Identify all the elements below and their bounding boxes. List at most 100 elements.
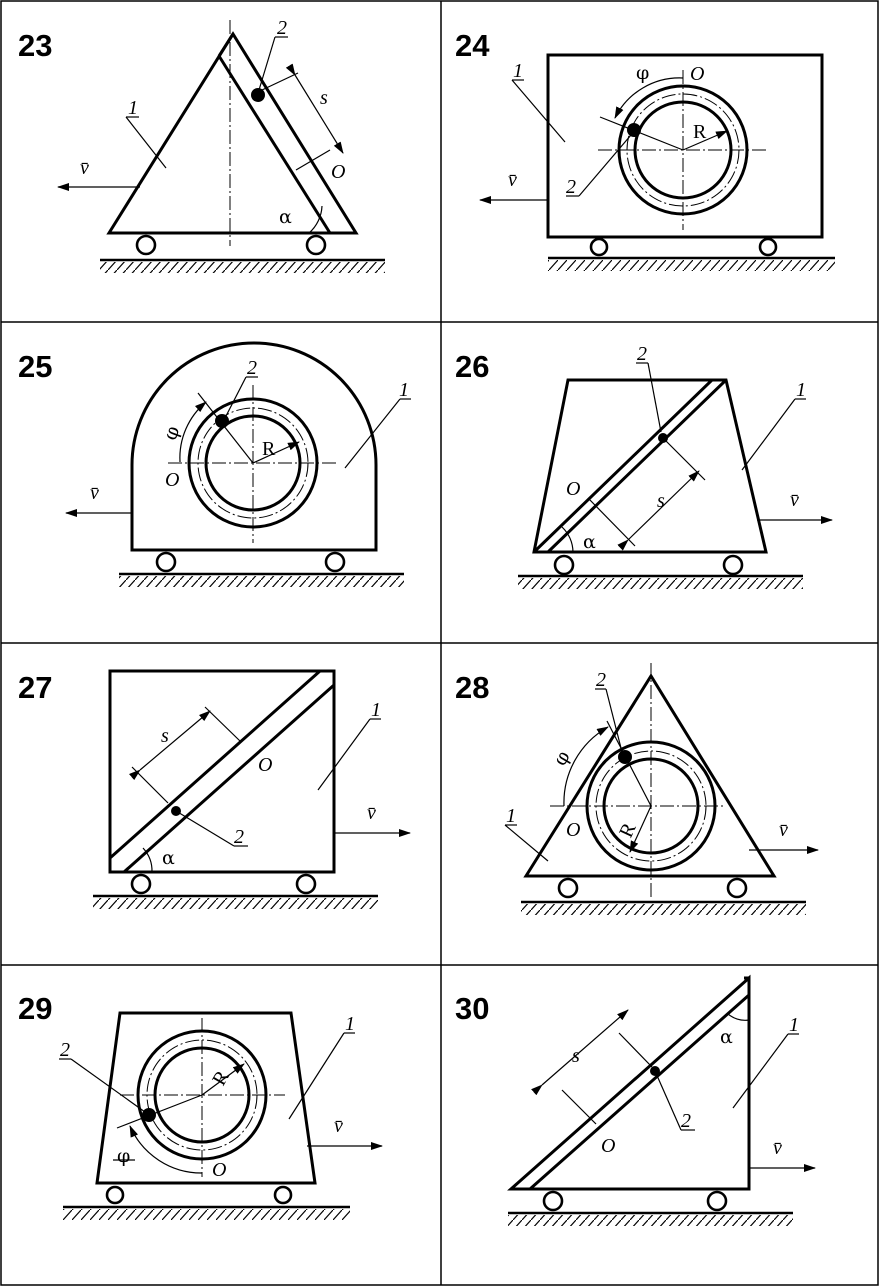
wheel	[155, 551, 177, 573]
wheel	[557, 877, 579, 899]
coord-label: φ	[159, 423, 184, 443]
point-label: 2	[234, 826, 244, 848]
coord-label: φ	[549, 747, 575, 770]
panel-24: 24 R φ O 1 2 v̄	[455, 28, 835, 271]
velocity-label: v̄	[334, 1115, 343, 1137]
wheel	[135, 234, 157, 256]
origin-label: O	[331, 161, 345, 183]
radius-label: R	[262, 438, 276, 460]
ground	[63, 1205, 350, 1220]
angle-label: α	[583, 531, 596, 553]
point-marker	[251, 88, 265, 102]
ground	[518, 574, 803, 589]
velocity-label: v̄	[508, 169, 517, 191]
velocity-label: v̄	[773, 1137, 782, 1159]
body-label: 1	[399, 379, 409, 401]
velocity-label: v̄	[90, 482, 99, 504]
ground	[508, 1211, 793, 1226]
right-triangle-body	[507, 974, 751, 1191]
origin-label: O	[212, 1159, 226, 1181]
ground	[119, 572, 404, 587]
panel-number: 26	[455, 349, 489, 384]
ground	[521, 900, 806, 915]
point-marker	[215, 414, 229, 428]
point-label: 2	[247, 357, 257, 379]
point-label: 2	[681, 1110, 691, 1132]
body-label: 1	[506, 805, 516, 827]
ring-groove	[168, 385, 338, 543]
point-label: 2	[277, 17, 287, 39]
panel-25: 25 R φ O 1 2 v̄	[18, 341, 411, 587]
wheel	[553, 554, 575, 576]
origin-label: O	[258, 754, 272, 776]
triangle-body	[523, 673, 777, 878]
angle-label: α	[279, 206, 292, 228]
coord-label: s	[572, 1045, 580, 1067]
radius-label: R	[208, 1066, 234, 1089]
ground	[548, 256, 835, 271]
point-label: 2	[596, 669, 606, 691]
wheel	[305, 234, 327, 256]
wheel	[722, 554, 744, 576]
wheel	[706, 1190, 728, 1212]
origin-label: O	[601, 1135, 615, 1157]
panel-26: 26 s O α 1 2 v̄	[455, 343, 833, 589]
trapezoid-body	[532, 378, 768, 554]
wheel	[726, 877, 748, 899]
panel-29: 29 R φ O 1 2 v̄	[18, 991, 383, 1220]
coord-label: φ	[636, 62, 649, 84]
panel-number: 25	[18, 349, 52, 384]
point-label: 2	[60, 1039, 70, 1061]
origin-label: O	[566, 478, 580, 500]
wheel	[105, 1185, 125, 1205]
ring-groove	[120, 1018, 285, 1177]
wheel	[130, 873, 152, 895]
radius-label: R	[693, 121, 707, 143]
velocity-label: v̄	[367, 802, 376, 824]
coord-label: s	[161, 725, 169, 747]
triangle-body	[106, 20, 359, 246]
wheel	[542, 1190, 564, 1212]
ground	[100, 258, 385, 273]
coord-label: φ	[117, 1145, 130, 1167]
trapezoid-body	[95, 1011, 317, 1185]
panel-number: 30	[455, 991, 489, 1026]
panel-28: 28 R φ O 1 2 v̄	[455, 663, 819, 915]
body-label: 1	[796, 379, 806, 401]
angle-label: α	[162, 847, 175, 869]
ground	[93, 894, 378, 909]
square-body	[108, 669, 336, 874]
body-label: 1	[128, 97, 138, 119]
wheel	[273, 1185, 293, 1205]
body-label: 1	[789, 1014, 799, 1036]
coord-label: s	[320, 87, 328, 109]
arched-body	[130, 341, 378, 552]
panel-27: 27 s O α 1 2 v̄	[18, 669, 411, 909]
panel-number: 27	[18, 670, 52, 705]
origin-label: O	[566, 819, 580, 841]
panel-number: 28	[455, 670, 489, 705]
panel-number: 29	[18, 991, 52, 1026]
wheel	[295, 873, 317, 895]
panel-number: 23	[18, 28, 52, 63]
rectangle-body	[546, 53, 824, 239]
angle-label: α	[720, 1026, 733, 1048]
wheel	[758, 237, 778, 257]
panel-30: 30 s O α 1 2 v̄	[455, 974, 816, 1226]
origin-label: O	[165, 469, 179, 491]
body-label: 1	[513, 60, 523, 82]
coord-label: s	[657, 490, 665, 512]
body-label: 1	[371, 699, 381, 721]
wheel	[324, 551, 346, 573]
velocity-label: v̄	[80, 157, 89, 179]
origin-label: O	[690, 63, 704, 85]
point-label: 2	[566, 176, 576, 198]
velocity-label: v̄	[790, 489, 799, 511]
ring-groove	[550, 663, 725, 898]
panel-number: 24	[455, 28, 490, 63]
wheel	[589, 237, 609, 257]
panel-23: 23 s O α 1 2	[18, 17, 385, 273]
point-label: 2	[637, 343, 647, 365]
